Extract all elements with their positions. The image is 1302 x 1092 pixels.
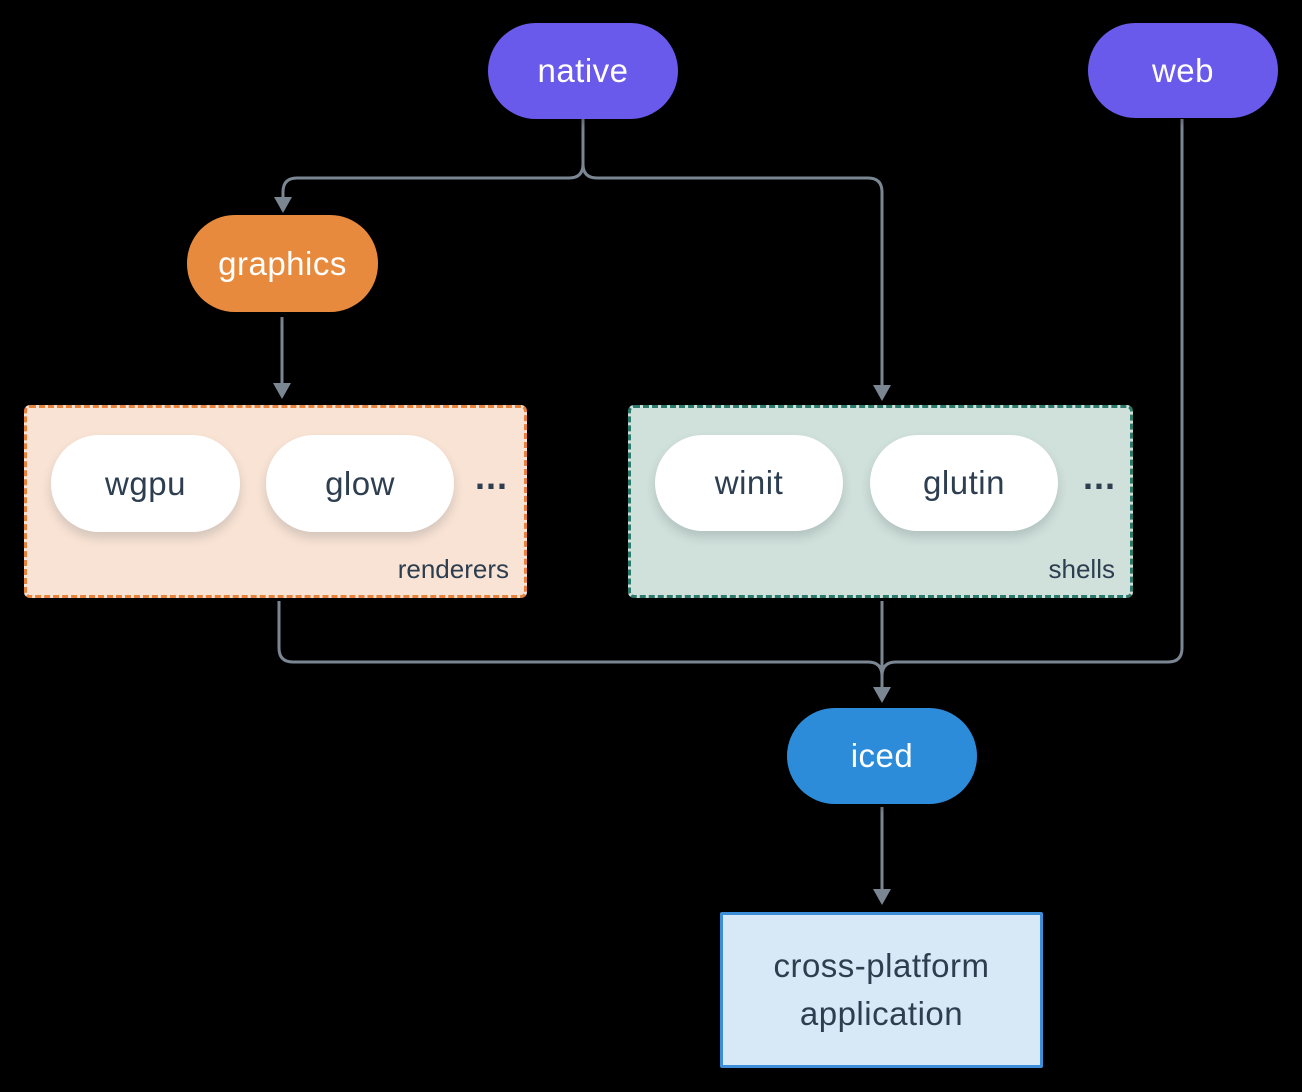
group-shells: winit glutin ... shells	[628, 405, 1133, 598]
node-web-label: web	[1151, 51, 1215, 89]
application-label-line1: cross-platform	[773, 947, 990, 984]
node-winit: winit	[655, 435, 843, 531]
node-graphics: graphics	[187, 215, 378, 312]
shells-ellipsis: ...	[1083, 456, 1117, 497]
node-glutin: glutin	[870, 435, 1058, 531]
edge-native-to-graphics	[281, 119, 585, 198]
group-renderers-label: renderers	[397, 554, 509, 584]
edge-native-to-shells	[581, 119, 884, 386]
arrowhead-into-graphics	[274, 197, 292, 213]
arrowhead-into-shells	[873, 385, 891, 401]
edge-renderers-to-merge	[277, 601, 884, 677]
group-renderers: wgpu glow ... renderers	[24, 405, 527, 598]
node-web: web	[1088, 23, 1278, 118]
application-label-line2: application	[799, 995, 964, 1032]
node-native-label: native	[537, 52, 629, 89]
node-cross-platform-application: cross-platform application	[720, 912, 1043, 1068]
edge-web-to-merge	[880, 119, 1184, 677]
node-iced: iced	[787, 708, 977, 804]
node-wgpu-label: wgpu	[105, 464, 186, 502]
node-winit-label: winit	[714, 464, 784, 501]
node-wgpu: wgpu	[51, 435, 240, 532]
node-glow-label: glow	[325, 464, 395, 502]
arrowhead-into-application	[873, 889, 891, 905]
node-glutin-label: glutin	[923, 464, 1005, 501]
arrowhead-into-iced	[873, 687, 891, 703]
renderers-ellipsis: ...	[475, 456, 509, 497]
node-glow: glow	[266, 435, 454, 532]
arrowhead-into-renderers	[273, 383, 291, 399]
group-shells-label: shells	[1048, 554, 1115, 584]
node-graphics-label: graphics	[218, 244, 347, 282]
node-native: native	[488, 23, 678, 119]
node-iced-label: iced	[850, 737, 914, 774]
